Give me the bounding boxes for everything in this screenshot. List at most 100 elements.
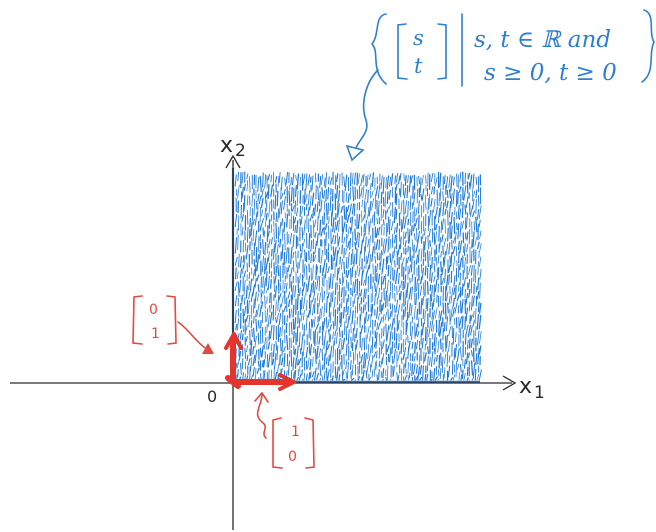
hatch-stroke [338,303,341,312]
hatch-stroke [475,286,478,293]
hatch-stroke [411,353,414,362]
hatch-stroke [332,217,335,233]
hatch-stroke [364,236,367,252]
hatch-stroke [369,235,371,252]
hatch-stroke [479,256,482,267]
hatch-stroke [300,334,304,351]
e1-right-bracket [304,417,315,469]
hatch-stroke [475,216,478,233]
hatch-stroke [426,355,429,371]
hatch-stroke [381,258,385,273]
hatch-stroke [275,222,278,239]
hatch-stroke [391,250,394,266]
hatch-stroke [405,337,407,346]
hatch-stroke [452,307,455,317]
hatch-stroke [314,367,317,381]
set-vector-bottom: t [414,54,423,78]
hatch-stroke [404,240,407,248]
hatch-stroke [444,268,446,284]
hatch-stroke [259,175,262,193]
hatch-stroke [325,316,328,329]
hatch-stroke [408,264,411,275]
hatch-stroke [391,341,394,355]
hatch-stroke [387,216,390,233]
hatch-stroke [356,278,359,296]
hatch-stroke [479,243,482,253]
hatch-stroke [353,279,357,294]
set-vector-top: s [413,26,424,50]
hatch-stroke [309,300,312,315]
hatch-stroke [415,323,419,337]
hatch-stroke [283,221,286,233]
hatch-stroke [394,305,396,313]
hatch-stroke [317,216,319,231]
hatch-stroke [257,332,260,345]
hatch-stroke [327,187,330,200]
hatch-stroke [464,204,467,215]
hatch-stroke [421,174,424,186]
hatch-stroke [430,247,433,256]
hatch-stroke [261,290,263,298]
hatch-stroke [265,271,268,287]
hatch-stroke [272,324,275,341]
hatch-stroke [337,203,340,215]
hatch-stroke [379,333,381,347]
hatch-stroke [375,331,378,349]
hatch-stroke [434,307,438,319]
hatch-stroke [323,190,326,199]
hatch-stroke [308,321,311,339]
hatch-stroke [250,304,253,320]
hatch-stroke [374,255,377,264]
hatch-stroke [345,192,348,203]
hatch-stroke [310,253,312,264]
hatch-stroke [254,349,258,364]
hatch-stroke [427,235,429,250]
hatch-stroke [265,191,269,199]
hatch-stroke [327,292,330,299]
hatch-stroke [443,322,446,332]
hatch-stroke [321,187,324,199]
hatch-stroke [433,232,436,246]
hatch-stroke [479,330,482,344]
set-vector-left-bracket [397,23,408,80]
hatch-stroke [323,353,326,370]
hatch-stroke [276,190,279,207]
hatch-stroke [332,340,335,358]
hatch-stroke [325,367,328,381]
hatch-stroke [376,322,379,331]
hatch-stroke [276,345,279,361]
hatch-stroke [373,351,377,358]
hatch-stroke [364,219,367,236]
hatch-stroke [386,365,389,381]
hatch-stroke [388,218,391,235]
hatch-stroke [280,176,283,191]
hatch-stroke [453,275,456,287]
hatch-stroke [403,346,407,355]
hatch-stroke [426,281,429,295]
hatch-stroke [245,325,248,332]
hatch-stroke [270,248,273,257]
hatch-stroke [376,217,379,225]
hatch-stroke [472,362,476,379]
hatch-stroke [366,174,369,187]
hatch-stroke [314,254,316,262]
hatch-stroke [472,231,475,248]
hatch-stroke [285,171,289,185]
hatch-stroke [442,245,444,255]
hatch-stroke [316,372,319,380]
hatch-stroke [263,370,266,381]
hatch-stroke [284,282,286,289]
hatch-stroke [371,246,375,262]
hatch-stroke [336,315,339,332]
hatch-stroke [316,292,319,302]
hatch-stroke [275,316,277,324]
hatch-stroke [252,229,255,242]
hatch-stroke [307,174,311,186]
hatch-stroke [433,357,436,366]
hatch-stroke [397,320,400,331]
hatch-stroke [334,330,337,337]
hatch-stroke [470,350,473,357]
hatch-stroke [420,248,423,262]
hatch-stroke [349,217,352,224]
hatch-stroke [237,234,239,251]
